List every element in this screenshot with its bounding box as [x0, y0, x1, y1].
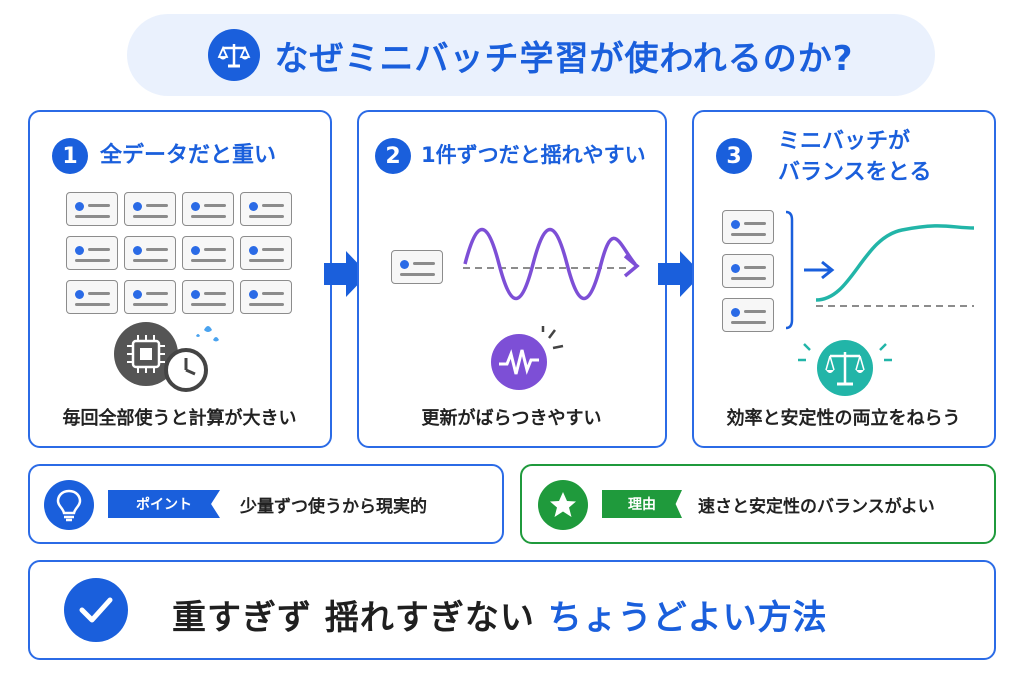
data-card-icon: [182, 192, 234, 226]
scales-icon: [208, 29, 261, 81]
data-card-icon: [124, 280, 176, 314]
data-card-icon: [240, 192, 292, 226]
conclusion-box: 重すぎず 揺れすぎない ちょうどよい方法: [28, 560, 996, 660]
check-icon: [64, 578, 128, 642]
arrow-right-icon: [658, 251, 702, 297]
stable-curve-graph: [785, 210, 975, 330]
panel-1-caption: 毎回全部使うと計算が大きい: [62, 408, 297, 429]
point-tag: ポイント: [108, 490, 220, 518]
panel-3-title-line2: バランスをとる: [778, 160, 932, 185]
conclusion-text: 重すぎず 揺れすぎない ちょうどよい方法: [172, 590, 828, 639]
panel-3-caption: 効率と安定性の両立をねらう: [726, 408, 961, 429]
step-number-1: 1: [52, 138, 88, 174]
panel-2-caption: 更新がばらつきやすい: [421, 408, 602, 429]
panel-2-title: 1件ずつだと揺れやすい: [421, 143, 646, 167]
data-card-icon: [182, 236, 234, 270]
panel-mini-batch: 3 ミニバッチが バランスをとる 効率と安定性の両立をねらう: [692, 110, 996, 448]
step-number-3: 3: [716, 138, 752, 174]
data-card-icon: [124, 192, 176, 226]
volatility-icon: [491, 326, 564, 390]
balance-scale-icon: [798, 340, 892, 396]
point-text: 少量ずつ使うから現実的: [240, 497, 427, 517]
reason-tag: 理由: [602, 490, 682, 518]
panel-full-data: 1 全データだと重い 毎回全部使うと計算が大きい: [28, 110, 332, 448]
data-card-icon: [722, 298, 774, 332]
panel-single-sample: 2 1件ずつだと揺れやすい 更新がばらつきやすい: [357, 110, 667, 448]
data-card-icon: [124, 236, 176, 270]
conclusion-main: 重すぎず 揺れすぎない: [172, 598, 548, 638]
step-number-2: 2: [375, 138, 411, 174]
panel-1-title: 全データだと重い: [100, 143, 277, 168]
data-card-icon: [240, 280, 292, 314]
lightbulb-icon: [44, 480, 94, 530]
data-card-icon: [66, 192, 118, 226]
data-card-icon: [66, 280, 118, 314]
conclusion-accent: ちょうどよい方法: [547, 598, 828, 638]
panel-3-title-line1: ミニバッチが: [778, 129, 911, 154]
data-card-icon: [722, 254, 774, 288]
oscillating-wave-graph: [463, 228, 640, 300]
data-card-icon: [66, 236, 118, 270]
data-card-icon: [240, 236, 292, 270]
title-banner: なぜミニバッチ学習が使われるのか?: [127, 14, 935, 96]
point-box: ポイント 少量ずつ使うから現実的: [28, 464, 504, 544]
page-title: なぜミニバッチ学習が使われるのか?: [274, 38, 854, 79]
data-card-icon: [182, 280, 234, 314]
data-card-icon: [391, 250, 443, 284]
reason-box: 理由 速さと安定性のバランスがよい: [520, 464, 996, 544]
data-card-icon: [722, 210, 774, 244]
reason-text: 速さと安定性のバランスがよい: [698, 497, 935, 517]
cpu-clock-icon: [114, 322, 219, 392]
star-icon: [538, 480, 588, 530]
